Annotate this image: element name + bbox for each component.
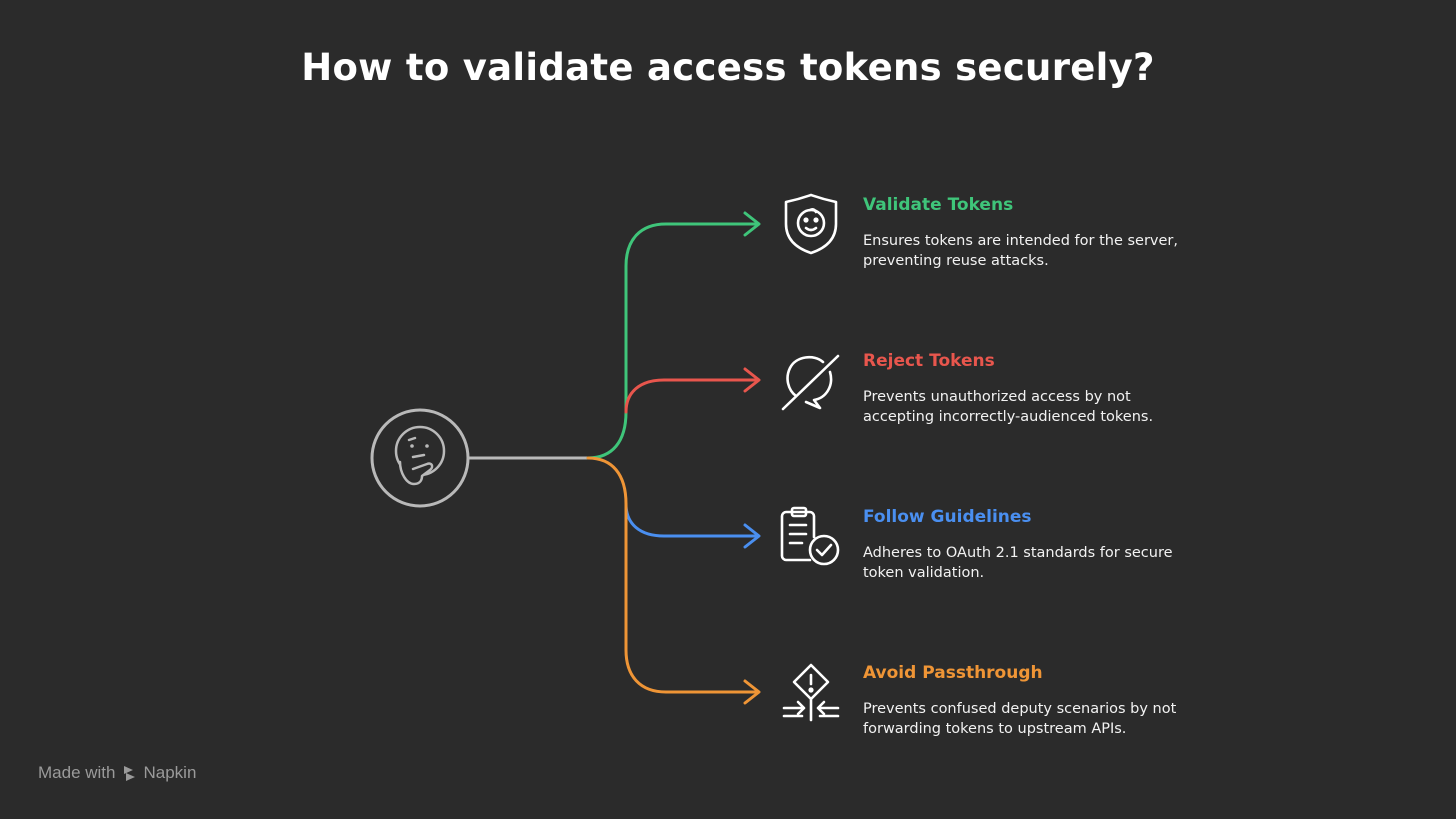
napkin-label: Napkin <box>143 763 197 782</box>
item-description: Prevents unauthorized access by not acce… <box>863 389 1154 425</box>
item-description: Adheres to OAuth 2.1 standards for secur… <box>863 545 1173 581</box>
item-title: Reject Tokens <box>863 351 995 371</box>
branch-follow <box>624 502 761 549</box>
no-chat-icon <box>781 354 840 411</box>
item-title: Follow Guidelines <box>863 507 1032 527</box>
warning-merge-icon <box>782 663 840 722</box>
made-with-label: Made with <box>38 763 116 782</box>
made-with-footer[interactable]: Made with Napkin <box>38 763 196 783</box>
item-validate-tokens: Validate Tokens Ensures tokens are inten… <box>863 194 1223 271</box>
item-reject-tokens: Reject Tokens Prevents unauthorized acce… <box>863 350 1223 427</box>
thinking-face-icon <box>370 408 470 508</box>
branch-validate <box>586 211 761 460</box>
item-title: Avoid Passthrough <box>863 663 1043 683</box>
item-follow-guidelines: Follow Guidelines Adheres to OAuth 2.1 s… <box>863 506 1223 583</box>
branch-reject <box>624 367 761 414</box>
shield-face-icon <box>784 193 838 255</box>
item-description: Ensures tokens are intended for the serv… <box>863 233 1179 269</box>
napkin-brand: Napkin <box>122 763 196 783</box>
clipboard-check-icon <box>780 506 840 566</box>
page-title: How to validate access tokens securely? <box>301 46 1155 89</box>
item-title: Validate Tokens <box>863 195 1014 215</box>
napkin-logo-icon <box>124 766 136 781</box>
branch-avoid <box>586 456 761 705</box>
item-avoid-passthrough: Avoid Passthrough Prevents confused depu… <box>863 662 1223 739</box>
item-description: Prevents confused deputy scenarios by no… <box>863 701 1177 737</box>
